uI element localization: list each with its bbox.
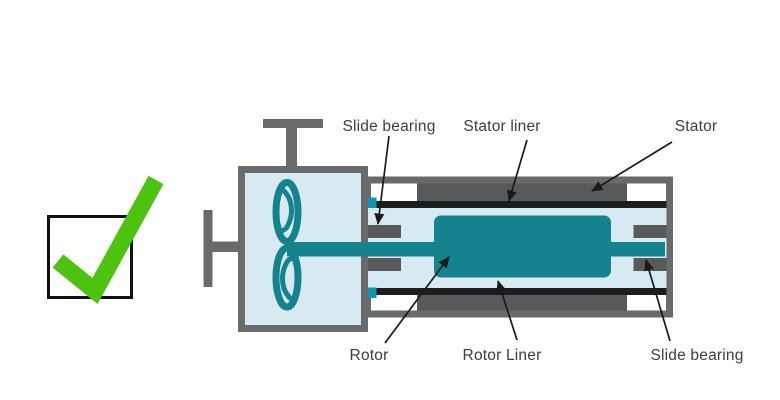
liner-seal-top [366,197,377,208]
slide-bearing-upper-left [368,225,401,238]
slide-bearing-lower-right [633,258,667,271]
arrow-rotor-liner [496,280,518,341]
slide-bearing-lower-left [368,258,401,271]
pump-shaft [287,242,665,257]
stator-liner-line [368,201,667,208]
stator-top [417,183,627,202]
inlet-pipe-stem [286,122,297,172]
pump-section [203,119,368,332]
outlet-pipe-flange [203,210,213,287]
arrow-stator-liner [507,139,528,202]
arrow-slide-bearing-top [374,135,390,225]
checked-checkbox-graphic [47,175,164,305]
impeller-icon [272,179,302,311]
inlet-pipe-flange [263,119,323,128]
label-stator-liner: Stator liner [463,118,541,135]
label-rotor-liner: Rotor Liner [462,347,542,364]
impeller-bottom-curl [280,256,298,301]
slide-bearing-upper-right [633,225,667,238]
impeller-bottom-loop [272,244,302,311]
arrow-slide-bearing-bottom [644,259,671,342]
arrow-stator [591,141,673,192]
outlet-pipe-stem [210,241,242,252]
liner-seal-bottom [366,287,377,298]
label-rotor: Rotor [349,347,389,364]
label-slide-bearing-top: Slide bearing [342,118,436,135]
stator-bottom [417,294,627,311]
green-checkmark-icon [52,175,164,305]
arrow-rotor [384,256,450,344]
impeller-top-curl [276,188,294,233]
label-slide-bearing-bottom: Slide bearing [650,347,744,364]
rotor-liner-line [368,288,667,295]
impeller-top-loop [272,179,302,245]
label-stator: Stator [674,118,718,135]
label-arrows [374,135,673,344]
